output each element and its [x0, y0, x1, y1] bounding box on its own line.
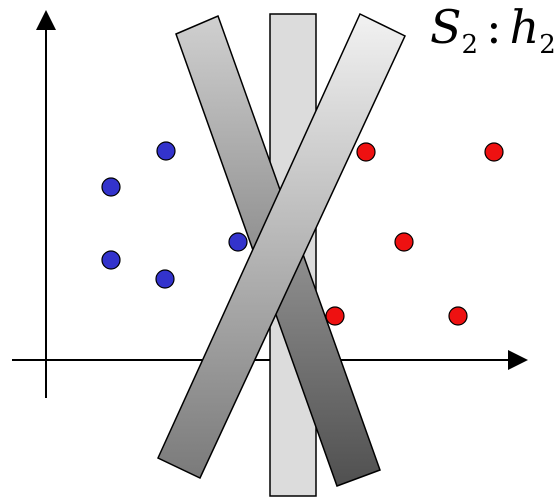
separator-colon: :: [486, 0, 502, 54]
blue-point: [156, 141, 176, 161]
red-point: [356, 142, 376, 162]
hypothesis-subscript: 2: [539, 30, 556, 60]
light-diagonal-band: [157, 12, 406, 480]
red-point: [448, 306, 468, 326]
red-point: [484, 142, 504, 162]
set-subscript: 2: [461, 30, 479, 60]
class-b-points: [325, 142, 504, 326]
blue-point: [101, 177, 121, 197]
set-symbol: S: [430, 0, 462, 54]
red-point: [394, 232, 414, 252]
blue-point: [101, 250, 121, 270]
class-a-points: [101, 141, 248, 289]
blue-point: [155, 269, 175, 289]
red-point: [325, 306, 345, 326]
hypothesis-label: S2:h2: [430, 4, 556, 58]
hypothesis-symbol: h: [509, 0, 540, 54]
blue-point: [228, 232, 248, 252]
